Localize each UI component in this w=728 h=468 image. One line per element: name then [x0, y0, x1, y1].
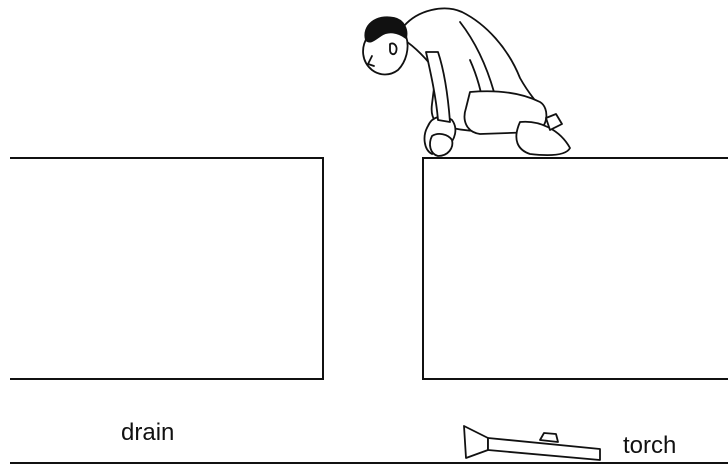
man-face	[367, 55, 375, 67]
man-shoe-heel	[545, 113, 563, 131]
man-arm	[425, 51, 451, 123]
torch-switch	[539, 432, 559, 443]
torch-head	[463, 425, 489, 459]
man-ear	[389, 42, 398, 56]
right-block	[422, 157, 728, 380]
drain-label: drain	[121, 419, 175, 446]
torch-body	[487, 437, 601, 461]
left-block	[10, 157, 324, 380]
man-hand	[429, 133, 454, 157]
man-shoe	[515, 120, 571, 156]
kneeling-man-icon	[362, 7, 571, 157]
man-hair	[364, 16, 408, 43]
torch-label: torch	[623, 432, 677, 459]
torch-icon	[463, 425, 601, 461]
jacket-seam	[459, 21, 495, 93]
